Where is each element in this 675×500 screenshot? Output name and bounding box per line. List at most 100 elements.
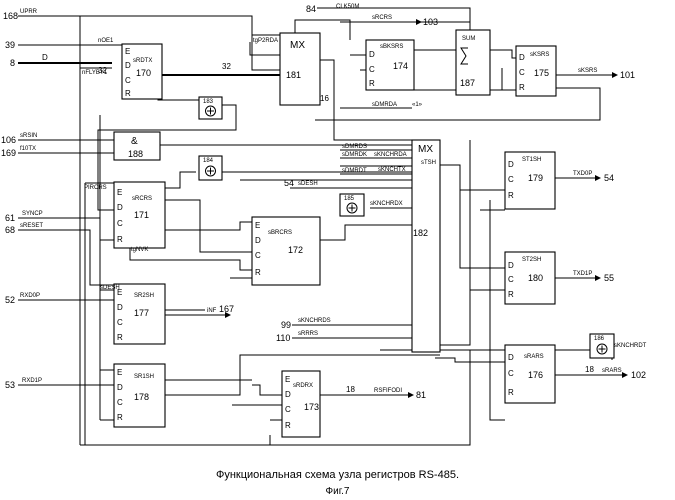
block-177: E D C R SR2SH 177 — [114, 284, 165, 344]
block-id: 176 — [528, 370, 543, 380]
pin-c: C — [285, 405, 291, 414]
output-num: 55 — [604, 273, 614, 283]
tgnvk-label: tgNVK — [131, 247, 148, 253]
pin-c: C — [508, 369, 514, 378]
block-id: 172 — [288, 245, 303, 255]
pin-d: D — [519, 53, 525, 62]
pin-c: C — [508, 175, 514, 184]
block-187: SUM 187 — [456, 30, 490, 95]
block-name: & — [131, 136, 138, 147]
sknchrdx-label: sKNCHRDX — [370, 201, 403, 207]
block-name: sKSRS — [530, 52, 549, 58]
adder-183: 183 — [199, 97, 222, 119]
input-signal: RXD0P — [20, 293, 40, 299]
output-signal: iNF — [207, 308, 217, 314]
output-num: 101 — [620, 70, 635, 80]
pin-c: C — [125, 76, 131, 85]
sknchrda-label: sKNCHRDA — [374, 152, 407, 158]
block-id: 174 — [393, 61, 408, 71]
output-num: 54 — [604, 173, 614, 183]
sdesh-num: 54 — [284, 178, 294, 188]
block-175: D C R sKSRS 175 — [516, 46, 556, 96]
pin-d: D — [255, 236, 261, 245]
pin-r: R — [117, 413, 123, 422]
input-signal: nOE1 — [98, 38, 114, 44]
sdmrdk-label: sDMRDK — [342, 152, 367, 158]
pin-e: E — [125, 47, 130, 56]
output-num: 102 — [631, 370, 646, 380]
bus-width-label: 32 — [222, 62, 231, 71]
block-name: sRDRX — [293, 383, 313, 389]
adder-label: 184 — [203, 158, 214, 164]
input-num: 52 — [5, 295, 15, 305]
bus-width-label: 16 — [320, 94, 329, 103]
output-num: 81 — [416, 390, 426, 400]
input-signal: CLK50M — [336, 4, 359, 10]
pin-r: R — [369, 79, 375, 88]
output-signal: TXD0P — [573, 171, 592, 177]
input-signal: RXD1P — [22, 378, 42, 384]
block-name: ST2SH — [522, 257, 541, 263]
pin-c: C — [117, 398, 123, 407]
block-id: 173 — [304, 402, 319, 412]
bus-width-label: 18 — [346, 385, 355, 394]
block-name: SR2SH — [134, 293, 154, 299]
input-num: 110 — [276, 333, 290, 343]
block-id: 187 — [460, 78, 475, 88]
input-signal: sRESET — [20, 223, 43, 229]
tgp2rda-label: tgP2RDA — [253, 38, 278, 44]
bus-width-label: 32 — [98, 66, 107, 75]
pin-d: D — [117, 383, 123, 392]
pin-d: D — [125, 61, 131, 70]
block-id: 175 — [534, 68, 549, 78]
block-id: 182 — [413, 228, 428, 238]
block-name: sBRCRS — [268, 230, 292, 236]
input-num: 8 — [10, 58, 15, 68]
block-name: MX — [290, 40, 305, 51]
pin-r: R — [508, 191, 514, 200]
pin-e: E — [285, 375, 290, 384]
block-188: & 188 — [114, 132, 160, 160]
block-name: SUM — [462, 36, 475, 42]
output-num: 103 — [423, 17, 438, 27]
pin-c: C — [255, 251, 261, 260]
bus-width-label: 18 — [585, 365, 594, 374]
block-173: E D C R sRDRX 173 — [282, 371, 320, 437]
pin-r: R — [285, 421, 291, 430]
block-180: D C R ST2SH 180 — [505, 252, 555, 304]
output-signal: RSFIFODI — [374, 388, 402, 394]
input-signal: UPRR — [20, 9, 38, 15]
output-signal: sRARS — [602, 368, 622, 374]
block-182: MX 182 — [412, 140, 440, 352]
input-signal: sRRRS — [298, 331, 318, 337]
block-name: sRARS — [524, 354, 544, 360]
pin-r: R — [117, 333, 123, 342]
block-name: MX — [418, 144, 433, 155]
block-id: 178 — [134, 392, 149, 402]
block-name: SR1SH — [134, 374, 154, 380]
e1-label: «1» — [412, 102, 423, 108]
input-num: 84 — [306, 4, 316, 14]
block-id: 181 — [286, 70, 301, 80]
output-signal: sRCRS — [372, 15, 392, 21]
pin-r: R — [117, 235, 123, 244]
pin-d: D — [508, 261, 514, 270]
input-num: 169 — [1, 148, 16, 158]
pin-e: E — [117, 188, 122, 197]
block-174: D C R sBKSRS 174 — [366, 40, 414, 90]
pircrs-label: PIRCRS — [84, 185, 107, 191]
sdmrda-label: sDMRDA — [372, 102, 397, 108]
figure-caption: Функциональная схема узла регистров RS-4… — [0, 469, 675, 481]
adder-184: 184 — [199, 156, 222, 180]
input-num: 68 — [5, 225, 15, 235]
output-num: 167 — [219, 304, 234, 314]
adder-label: 183 — [203, 99, 214, 105]
stsh-label: sTSH — [421, 160, 436, 166]
block-name: ST1SH — [522, 157, 541, 163]
input-num: 39 — [5, 40, 15, 50]
block-179: D C R ST1SH 179 — [505, 152, 555, 209]
block-176: D C R sRARS 176 — [505, 345, 555, 403]
block-170: E D C R sRDTX 170 — [122, 44, 162, 99]
pin-r: R — [125, 89, 131, 98]
pin-r: R — [508, 290, 514, 299]
